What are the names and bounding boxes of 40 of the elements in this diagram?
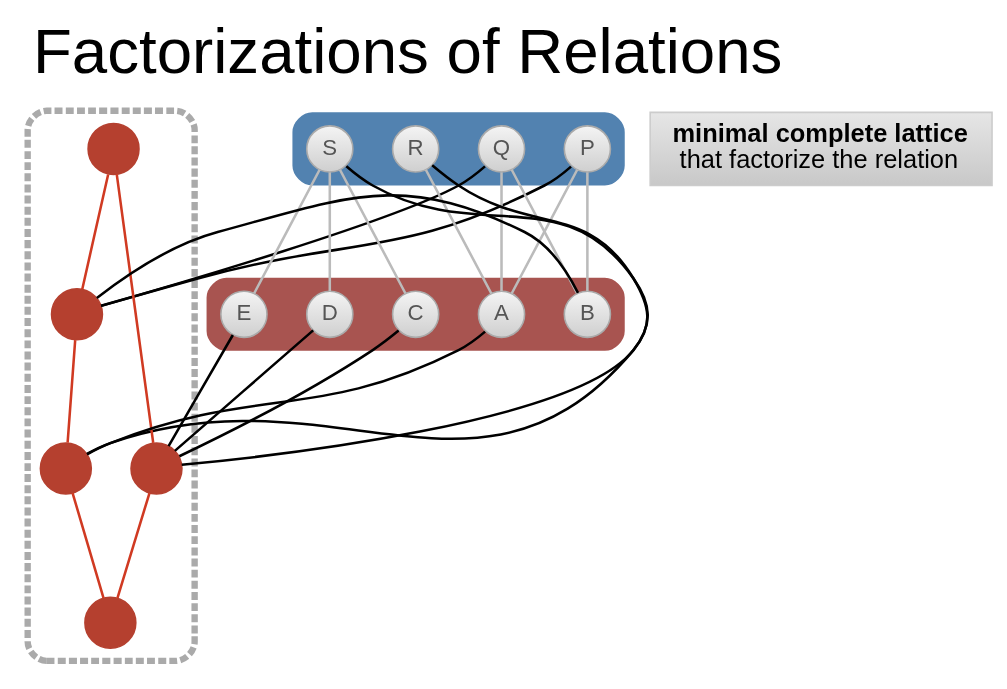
node-circle bbox=[87, 122, 140, 176]
connector bbox=[174, 329, 314, 452]
connector bbox=[328, 172, 332, 292]
connector bbox=[86, 164, 649, 455]
connector bbox=[96, 194, 580, 299]
node-circle bbox=[50, 288, 104, 341]
connector bbox=[100, 165, 486, 308]
node-circle: C bbox=[391, 290, 440, 339]
node-circle bbox=[39, 442, 93, 495]
cluster bbox=[206, 277, 625, 351]
connector bbox=[115, 174, 155, 444]
node-circle: R bbox=[391, 125, 440, 173]
node-box: minimal complete lattice that factorize the relation bbox=[649, 111, 993, 187]
cluster bbox=[24, 107, 198, 665]
connector bbox=[424, 169, 493, 295]
cluster bbox=[292, 112, 625, 186]
connector bbox=[71, 492, 105, 599]
connector bbox=[81, 174, 110, 290]
connector bbox=[510, 169, 579, 295]
node-circle: E bbox=[220, 290, 268, 339]
node-circle bbox=[84, 596, 137, 649]
connector bbox=[178, 329, 400, 458]
diagram-title: Factorizations of Relations bbox=[33, 14, 783, 86]
connector bbox=[252, 169, 321, 295]
node-circle: A bbox=[477, 290, 526, 339]
node-circle: P bbox=[563, 125, 612, 173]
node-circle: Q bbox=[477, 125, 526, 173]
connector bbox=[86, 330, 486, 456]
node-circle: B bbox=[563, 290, 612, 339]
node-circle: S bbox=[305, 125, 354, 173]
connector bbox=[181, 165, 649, 467]
connector bbox=[338, 169, 407, 295]
connector bbox=[167, 334, 234, 447]
connector bbox=[66, 340, 77, 443]
node-circle bbox=[130, 442, 183, 495]
connector bbox=[100, 165, 572, 308]
node-circle: D bbox=[305, 290, 354, 339]
connector bbox=[586, 172, 589, 292]
connector bbox=[116, 492, 151, 599]
connector bbox=[500, 172, 503, 292]
